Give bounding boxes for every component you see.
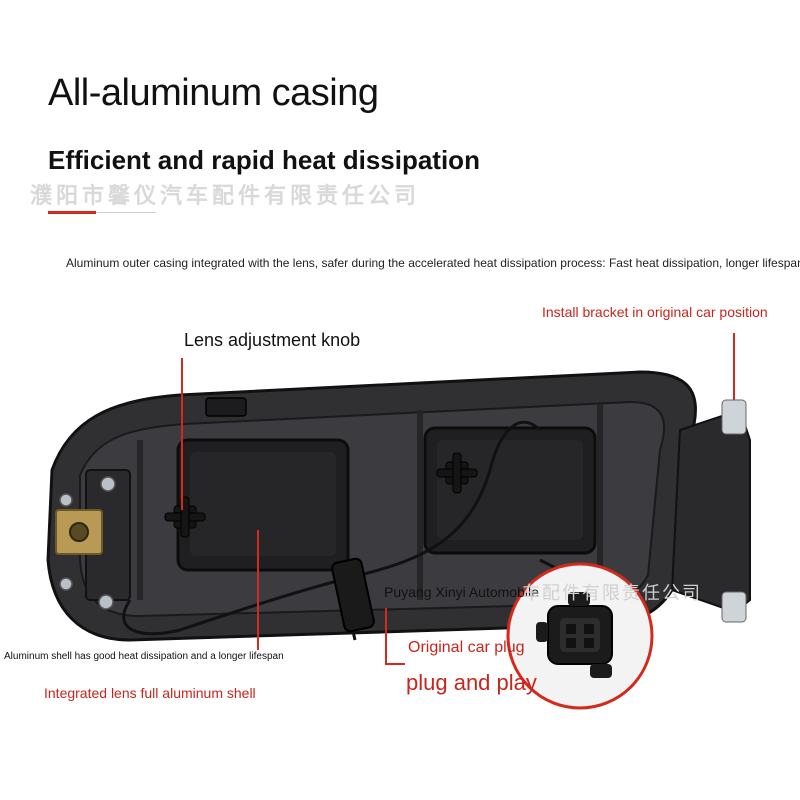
screws (59, 476, 116, 610)
callout-shell-note: Aluminum shell has good heat dissipation… (4, 651, 284, 662)
inline-connector (331, 557, 375, 633)
callout-lines (181, 333, 735, 665)
company-watermark-mid: 车配件有限责任公司 (522, 583, 702, 604)
plug-detail-magnifier (506, 562, 654, 710)
top-nub (205, 397, 247, 417)
company-watermark: 濮阳市馨仪汽车配件有限责任公司 (30, 183, 421, 209)
callout-plug-and-play: plug and play (406, 670, 537, 695)
page-title: All-aluminum casing (48, 72, 379, 114)
callout-aluminum-shell: Integrated lens full aluminum shell (44, 685, 256, 701)
company-label: Puyang Xinyi Automobile (384, 584, 539, 600)
divider-rule (96, 212, 156, 213)
adjustment-knob-right (436, 452, 478, 494)
feature-description: Aluminum outer casing integrated with th… (66, 256, 800, 270)
page-subtitle: Efficient and rapid heat dissipation (48, 145, 480, 175)
callout-original-plug: Original car plug (408, 639, 525, 656)
adjustment-knob-left (164, 496, 206, 538)
callout-lens-knob: Lens adjustment knob (182, 330, 363, 351)
callout-install-bracket: Install bracket in original car position (542, 304, 768, 320)
accent-rule (48, 211, 96, 214)
